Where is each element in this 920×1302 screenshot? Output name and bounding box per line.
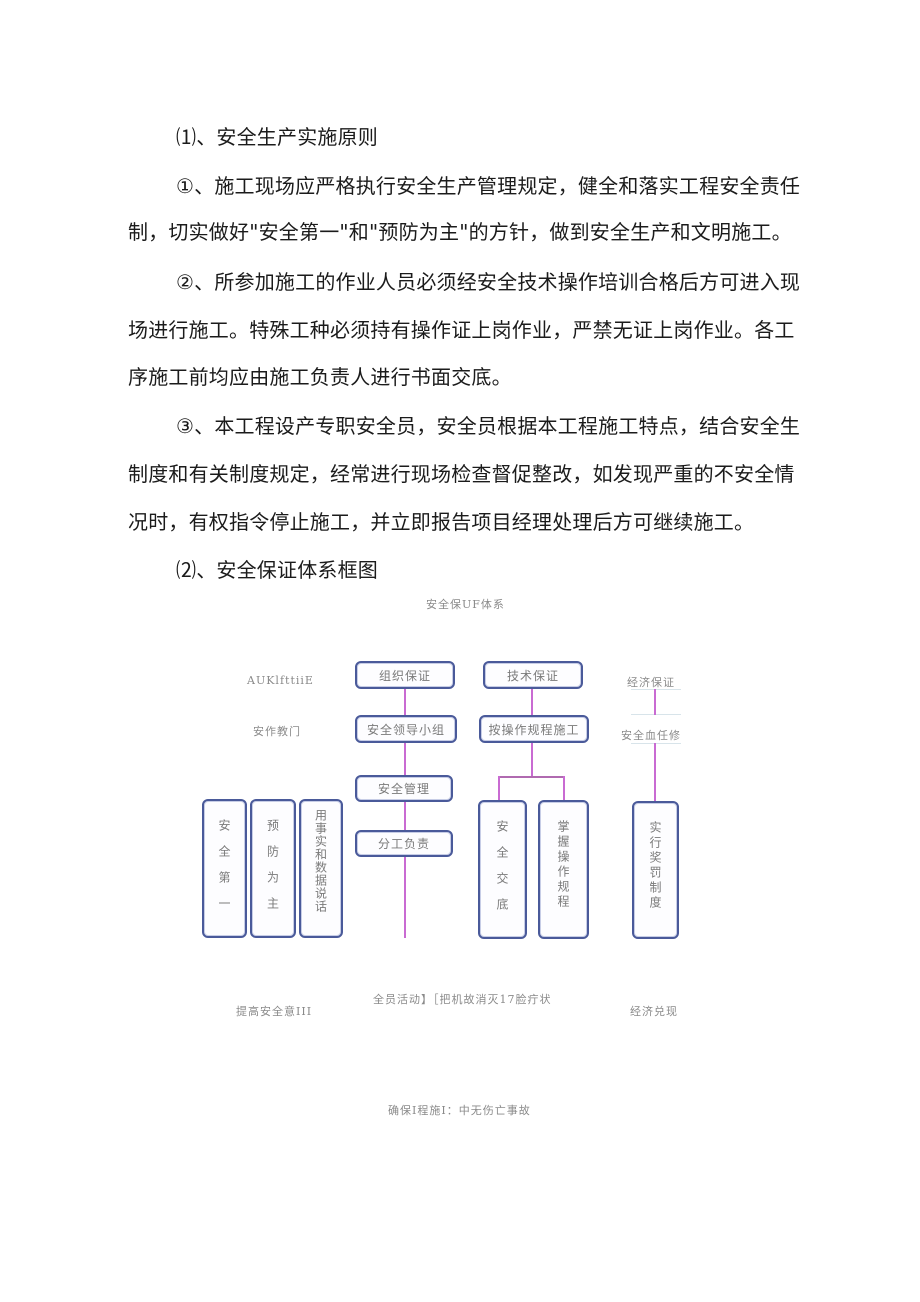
reward-penalty-box: 实行奖罚制度 [632,801,679,939]
box-label: 安全管理 [377,782,430,796]
bottom-left-label: 提高安全意III [236,1005,313,1018]
box-label: 安全交底 [495,820,509,924]
safety-leadership-box: 安全领导小组 [355,715,457,743]
paragraph-1-line-2: 制，切实做好"安全第一"和"预防为主"的方针，做到安全生产和文明施工。 [128,220,792,244]
paragraph-3-line-3: 况时，有权指令停止施工，并立即报告项目经理处理后方可继续施工。 [128,510,755,534]
left-label-1: AUKlfttiiE [247,674,314,687]
connector-line [404,800,406,832]
box-label: 用事实和数据说话 [313,809,328,913]
box-label: 安全第一 [217,819,231,923]
connector-line [563,776,565,801]
box-label: 技术保证 [506,668,559,683]
heading-safety-principles: ⑴、安全生产实施原则 [176,125,378,149]
box-label: 安全领导小组 [366,722,445,737]
right-label-1: 经济保证 [627,676,675,689]
box-label: 按操作规程施工 [488,722,580,737]
connector-line [654,743,656,802]
divider [631,743,681,744]
connector-line [531,741,533,777]
divider [631,714,681,715]
connector-line [498,776,500,801]
tech-guarantee-box: 技术保证 [483,661,583,689]
follow-procedures-box: 按操作规程施工 [479,715,589,743]
paragraph-2-line-1: ②、所参加施工的作业人员必须经安全技术操作培训合格后方可进入现 [176,270,801,294]
box-label: 掌握操作规程 [556,820,570,910]
prevention-first-box: 预防为主 [250,799,296,938]
heading-safety-system-diagram: ⑵、安全保证体系框图 [176,558,378,582]
right-label-2: 安全血任修 [621,729,681,742]
paragraph-2-line-2: 场进行施工。特殊工种必须持有操作证上岗作业，严禁无证上岗作业。各工 [128,318,795,342]
paragraph-3-line-2: 制度和有关制度规定，经常进行现场检查督促整改，如发现严重的不安全情 [128,462,795,486]
bottom-right-label: 经济兑现 [630,1005,678,1018]
divider [631,689,681,690]
box-label: 预防为主 [265,819,280,923]
division-responsibility-box: 分工负责 [355,830,453,857]
connector-line [531,688,533,716]
connector-line [404,688,406,716]
box-label: 分工负责 [377,837,430,851]
org-guarantee-box: 组织保证 [355,661,455,689]
box-label: 组织保证 [378,668,431,683]
diagram-title: 安全保UF体系 [426,598,505,611]
bottom-center-label: 全员活动】［把机故消灭17脸疔状 [373,993,552,1006]
diagram-footer: 确保I程施I：中无伤亡事故 [388,1104,531,1117]
paragraph-1-line-1: ①、施工现场应严格执行安全生产管理规定，健全和落实工程安全责任 [176,174,801,198]
facts-and-data-box: 用事实和数据说话 [299,799,343,938]
connector-line [404,856,406,938]
connector-line [404,741,406,777]
connector-line [498,776,564,778]
connector-line [654,689,656,715]
box-label: 实行奖罚制度 [648,821,662,911]
paragraph-3-line-1: ③、本工程设产专职安全员，安全员根据本工程施工特点，结合安全生 [176,414,801,438]
paragraph-2-line-3: 序施工前均应由施工负责人进行书面交底。 [128,365,512,389]
master-procedures-box: 掌握操作规程 [538,800,589,939]
safety-management-box: 安全管理 [355,775,453,802]
left-label-2: 安作教门 [253,725,301,738]
safety-first-box: 安全第一 [202,799,247,938]
safety-briefing-box: 安全交底 [478,800,527,939]
